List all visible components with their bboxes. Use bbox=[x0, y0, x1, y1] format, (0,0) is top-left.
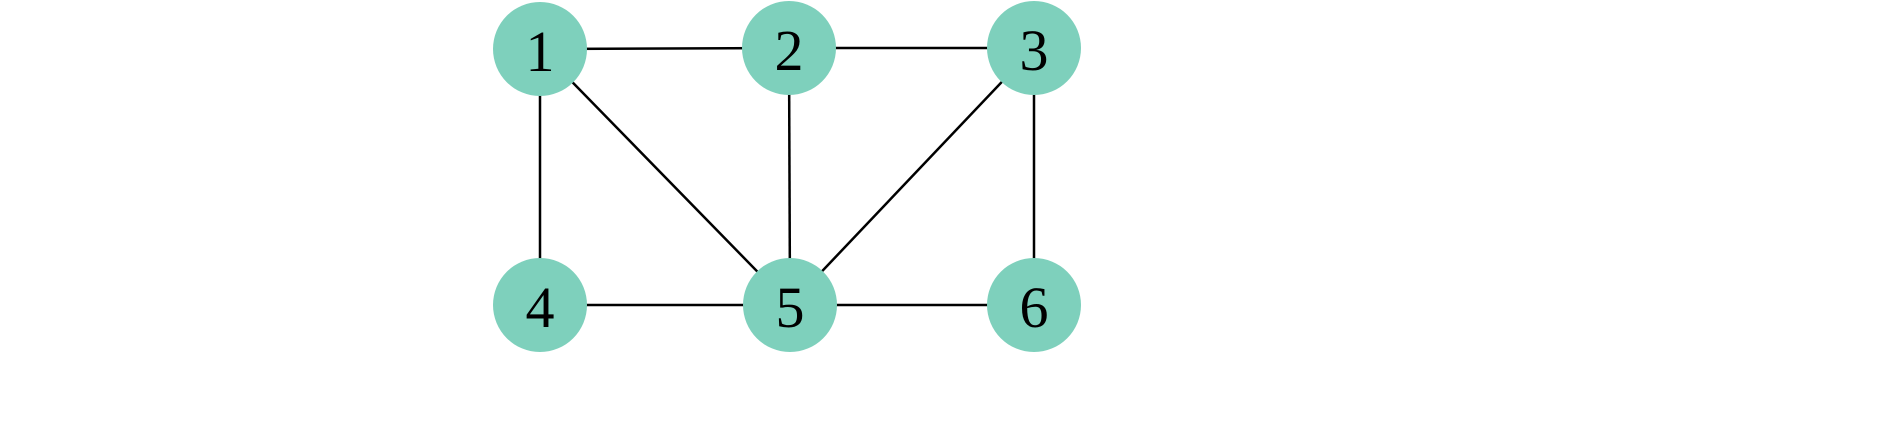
graph-node-2: 2 bbox=[742, 1, 836, 95]
node-label-5: 5 bbox=[776, 275, 805, 340]
node-circle-4 bbox=[493, 258, 587, 352]
nodes-layer: 1 2 3 4 5 6 bbox=[493, 1, 1081, 352]
graph-edge-3-5 bbox=[789, 47, 1035, 306]
node-circle-5 bbox=[743, 258, 837, 352]
graph-node-6: 6 bbox=[987, 258, 1081, 352]
node-label-3: 3 bbox=[1020, 18, 1049, 83]
node-circle-1 bbox=[493, 2, 587, 96]
graph-node-1: 1 bbox=[493, 2, 587, 96]
node-circle-3 bbox=[987, 1, 1081, 95]
node-circle-2 bbox=[742, 1, 836, 95]
graph-node-4: 4 bbox=[493, 258, 587, 352]
node-label-2: 2 bbox=[775, 18, 804, 83]
node-label-6: 6 bbox=[1020, 275, 1049, 340]
graph-node-3: 3 bbox=[987, 1, 1081, 95]
node-circle-6 bbox=[987, 258, 1081, 352]
graph-node-5: 5 bbox=[743, 258, 837, 352]
graph-edge-1-5 bbox=[539, 48, 791, 306]
node-label-1: 1 bbox=[526, 19, 555, 84]
node-label-4: 4 bbox=[526, 275, 555, 340]
